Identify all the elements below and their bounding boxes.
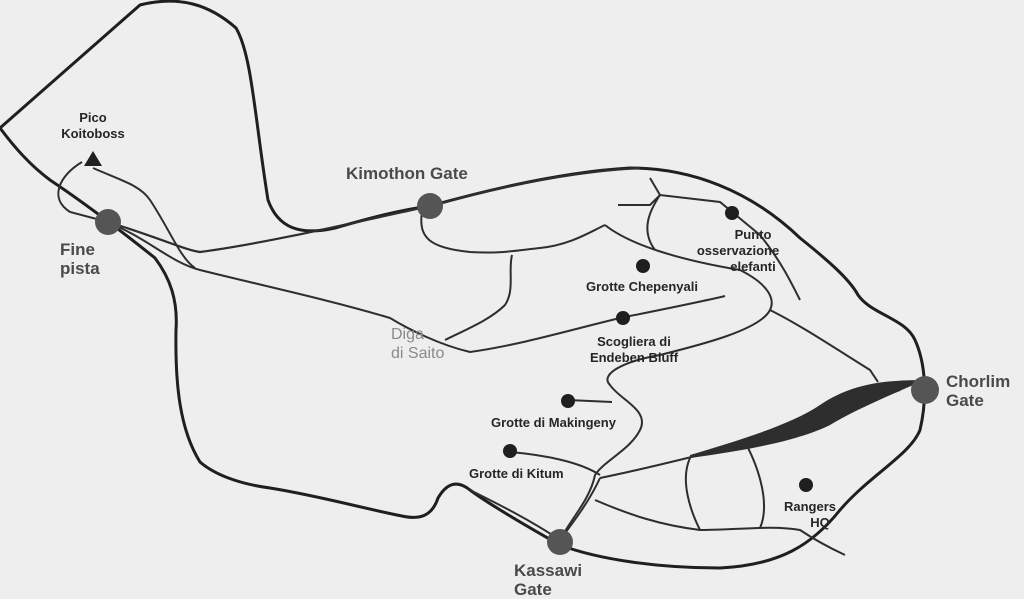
elefanti-dot xyxy=(725,206,739,220)
elefanti-label: Punto osservazione elefanti xyxy=(672,227,804,275)
kassawi-gate-label-line1: Kassawi xyxy=(514,561,583,580)
track-east-upper xyxy=(759,234,801,301)
endeben-label-line2: Endeben Bluff xyxy=(589,350,679,365)
peak-label: Pico Koitoboss xyxy=(52,110,134,142)
track-peak-loop xyxy=(57,161,109,223)
diga-label-line1: Diga xyxy=(391,326,424,343)
track-east-mid xyxy=(769,309,879,383)
track-elefanti-loop xyxy=(646,194,661,251)
peak-label-line1: Pico xyxy=(79,110,107,125)
track-south-inner-2 xyxy=(744,441,766,529)
rangers-label-line2: HQ xyxy=(810,515,830,530)
rangers-label-line1: Rangers xyxy=(783,499,837,514)
diga-label-line2: di Saito xyxy=(391,345,445,362)
rangers-dot xyxy=(799,478,813,492)
track-kitum xyxy=(509,451,601,476)
track-peak-north xyxy=(92,167,196,269)
chepenyali-dot xyxy=(636,259,650,273)
main-road-north xyxy=(107,166,641,254)
track-makingeny xyxy=(567,399,613,403)
fine-pista-label: Fine pista xyxy=(60,240,100,278)
chorlim-gate-marker xyxy=(911,376,939,404)
kimothon-gate-marker xyxy=(417,193,443,219)
elefanti-label-line1: Punto xyxy=(734,227,772,242)
kitum-dot xyxy=(503,444,517,458)
makingeny-label: Grotte di Makingeny xyxy=(491,415,616,430)
elefanti-label-line2: osservazione xyxy=(696,243,780,258)
track-kassawi-west xyxy=(469,489,561,541)
kassawi-gate-label-line2: Gate xyxy=(514,580,552,599)
elefanti-label-line3: elefanti xyxy=(730,259,776,274)
peak-label-line2: Koitoboss xyxy=(61,126,125,141)
peak-triangle-icon xyxy=(84,151,102,166)
endeben-dot xyxy=(616,311,630,325)
park-boundary xyxy=(0,0,927,570)
track-south-inner-1 xyxy=(684,457,701,531)
kitum-label: Grotte di Kitum xyxy=(469,466,564,481)
endeben-label: Scogliera di Endeben Bluff xyxy=(578,334,690,366)
track-central-ridge xyxy=(559,224,773,541)
track-saito-branch xyxy=(444,254,513,341)
chorlim-gate-label-line2: Gate xyxy=(946,391,984,410)
road-to-chorlim xyxy=(690,380,925,458)
rangers-label: Rangers HQ xyxy=(772,499,848,531)
makingeny-dot xyxy=(561,394,575,408)
tracks xyxy=(57,161,901,556)
kassawi-gate-marker xyxy=(547,529,573,555)
fine-pista-gate-marker xyxy=(95,209,121,235)
diga-di-saito-label: Diga di Saito xyxy=(391,325,444,363)
fine-pista-label-line1: Fine xyxy=(60,240,95,259)
fine-pista-label-line2: pista xyxy=(60,259,100,278)
track-north-spur xyxy=(649,177,661,196)
track-kimothon-south xyxy=(420,211,606,254)
chepenyali-label: Grotte Chepenyali xyxy=(586,279,698,294)
kassawi-gate-label: Kassawi Gate xyxy=(514,561,582,599)
track-south-loop-2 xyxy=(594,499,846,556)
kimothon-gate-label: Kimothon Gate xyxy=(346,164,468,183)
endeben-label-line1: Scogliera di xyxy=(597,334,671,349)
chorlim-gate-label: Chorlim Gate xyxy=(946,372,1010,410)
chorlim-gate-label-line1: Chorlim xyxy=(946,372,1011,391)
